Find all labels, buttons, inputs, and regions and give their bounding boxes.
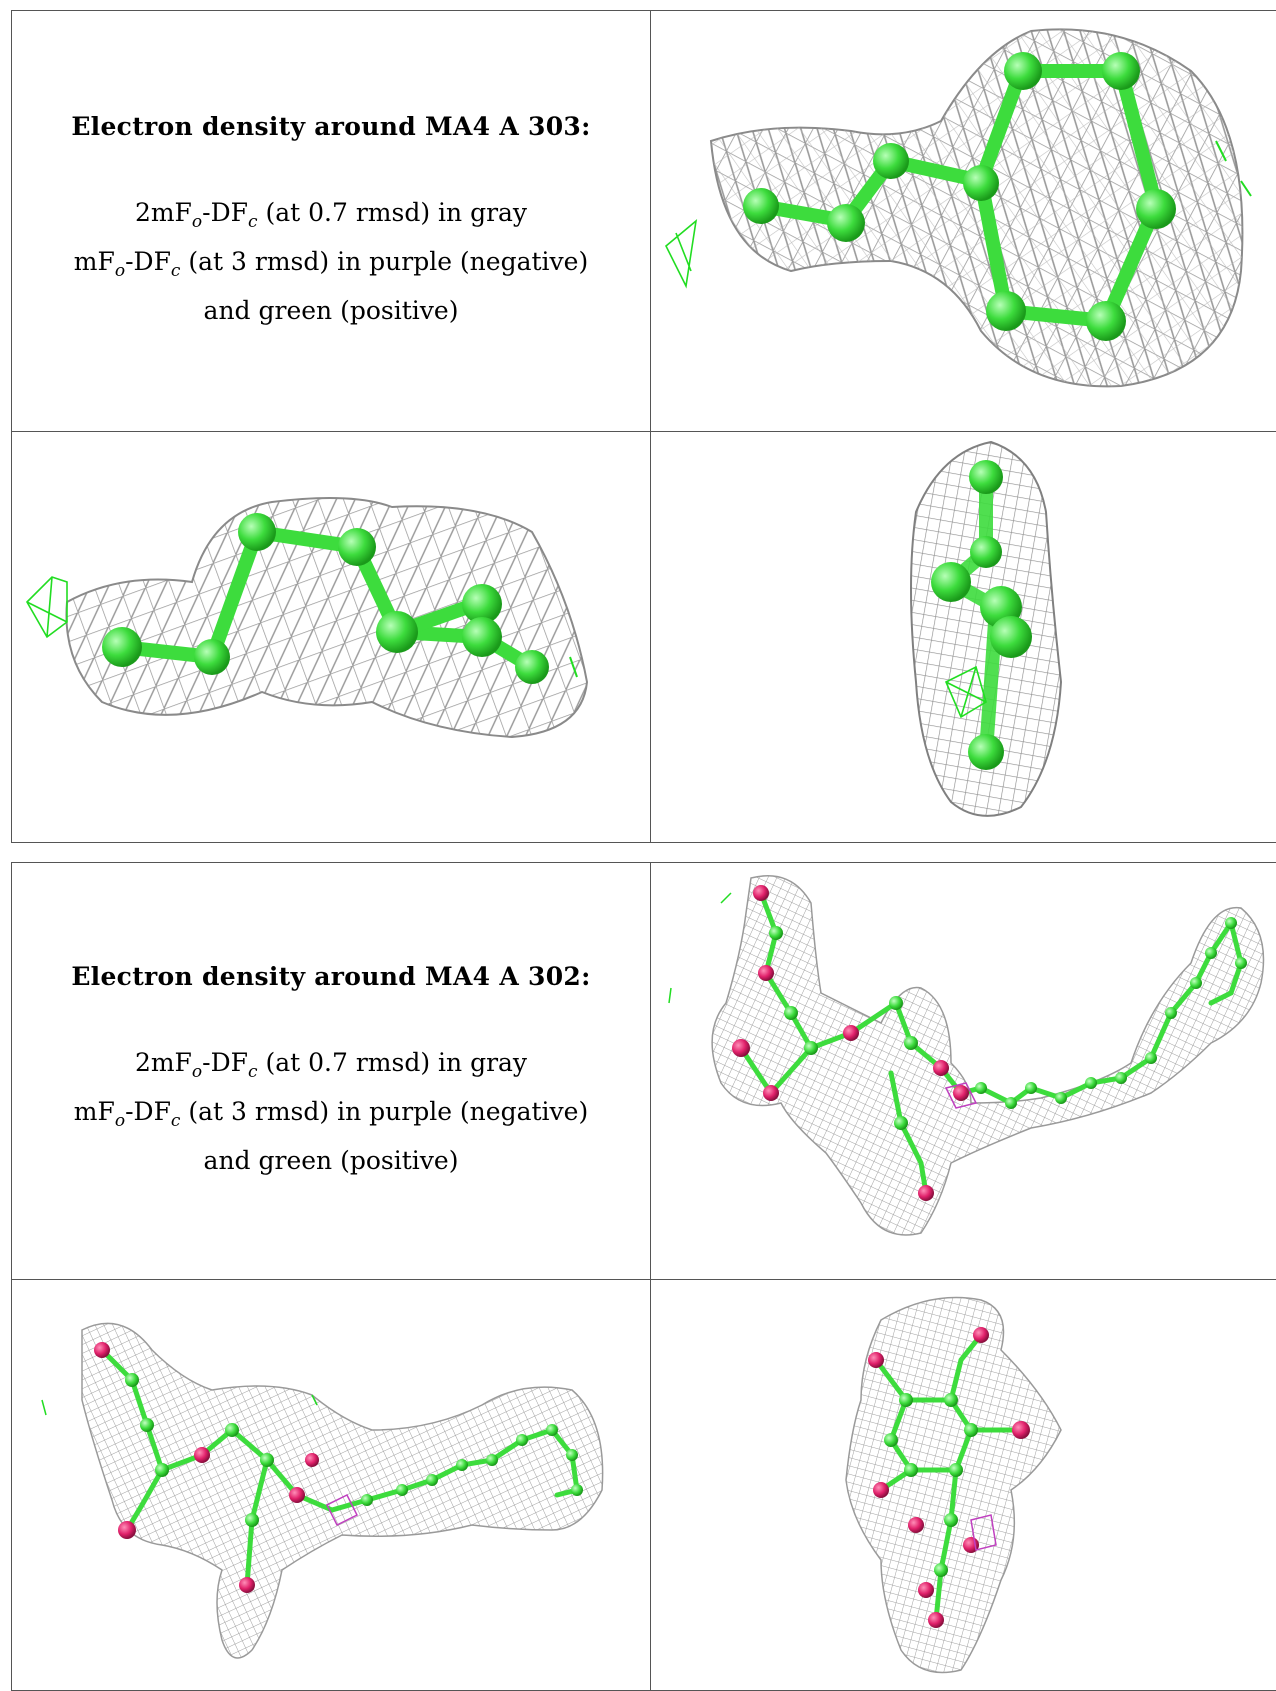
legend-line-1: 2mFo-DFc (at 0.7 rmsd) in gray <box>12 1043 650 1092</box>
legend-line-2: mFo-DFc (at 3 rmsd) in purple (negative) <box>12 242 650 291</box>
molecule-render-ma4-303-view-2 <box>12 432 650 842</box>
caption-cell-ma4-302: Electron density around MA4 A 302: 2mFo-… <box>12 863 651 1280</box>
density-table-ma4-303: Electron density around MA4 A 303: 2mFo-… <box>11 10 1276 843</box>
density-table-ma4-302: Electron density around MA4 A 302: 2mFo-… <box>11 862 1276 1691</box>
density-image-cell <box>651 11 1276 432</box>
molecule-render-ma4-302-view-1 <box>651 863 1276 1279</box>
legend-description: 2mFo-DFc (at 0.7 rmsd) in gray mFo-DFc (… <box>12 193 650 330</box>
density-image-cell <box>651 432 1276 843</box>
legend-description: 2mFo-DFc (at 0.7 rmsd) in gray mFo-DFc (… <box>12 1043 650 1180</box>
density-image-cell <box>12 1280 651 1691</box>
legend-line-1: 2mFo-DFc (at 0.7 rmsd) in gray <box>12 193 650 242</box>
section-heading: Electron density around MA4 A 302: <box>12 962 650 991</box>
molecule-render-ma4-303-view-3 <box>651 432 1276 842</box>
caption-cell-ma4-303: Electron density around MA4 A 303: 2mFo-… <box>12 11 651 432</box>
section-heading: Electron density around MA4 A 303: <box>12 112 650 141</box>
density-image-cell <box>651 1280 1276 1691</box>
density-image-cell <box>651 863 1276 1280</box>
legend-line-3: and green (positive) <box>12 1141 650 1180</box>
legend-line-3: and green (positive) <box>12 291 650 330</box>
density-image-cell <box>12 432 651 843</box>
legend-line-2: mFo-DFc (at 3 rmsd) in purple (negative) <box>12 1092 650 1141</box>
molecule-render-ma4-302-view-2 <box>12 1280 650 1690</box>
molecule-render-ma4-303-view-1 <box>651 11 1276 431</box>
molecule-render-ma4-302-view-3 <box>651 1280 1276 1690</box>
